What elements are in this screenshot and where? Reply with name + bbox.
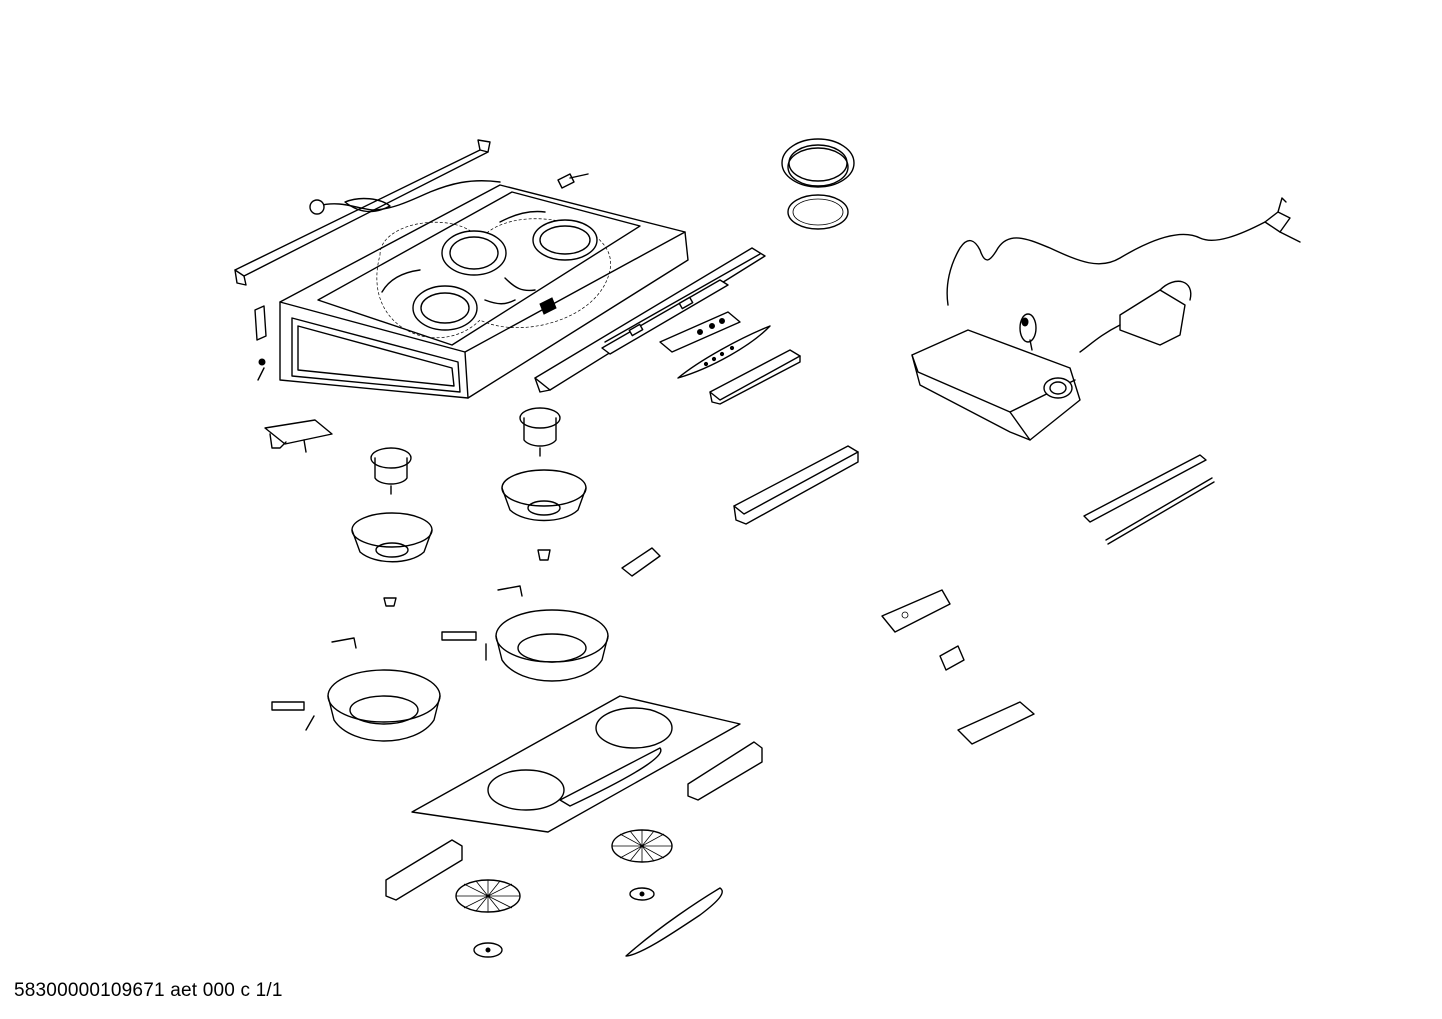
fan-motor-left	[370, 447, 412, 495]
drawing-code-label: 58300000109671 aet 000 c 1/1	[14, 980, 283, 1001]
switch-plate	[659, 311, 741, 353]
bolt-a	[441, 631, 487, 661]
grease-filter-left	[385, 839, 463, 901]
fan-housing-ring-right	[495, 609, 609, 682]
filter-rail-pair	[1083, 454, 1215, 545]
blower-wheel-right	[501, 469, 587, 522]
blower-wheel-left	[351, 512, 433, 563]
bottom-cover-plate	[411, 695, 741, 833]
motor-housing	[911, 329, 1081, 441]
fan-grille-left	[455, 879, 521, 913]
fan-grille-right	[611, 829, 673, 863]
plug-and-cord	[1079, 280, 1192, 353]
label-plate	[957, 701, 1035, 745]
terminal-bracket	[881, 589, 951, 633]
power-cable-right	[946, 197, 1301, 306]
hood-main-body	[279, 184, 689, 399]
latch-clip	[621, 547, 661, 577]
hinge-pin-b	[331, 637, 357, 649]
capacitor	[1019, 313, 1037, 351]
bolt-b	[271, 701, 315, 731]
small-nut-b	[383, 597, 397, 607]
light-diffuser-bar	[709, 349, 801, 405]
button-bar	[677, 325, 771, 379]
small-nut-a	[537, 549, 551, 561]
grille-hub-right	[629, 887, 655, 901]
small-clip-top	[557, 173, 589, 189]
connector-block	[939, 645, 965, 671]
side-switch-plate	[254, 305, 267, 381]
handle-bar	[625, 887, 723, 957]
exhaust-ring-large	[781, 138, 855, 188]
wall-bracket-with-power-cord	[234, 139, 501, 286]
hinge-pin-a	[497, 585, 523, 597]
fan-housing-ring-left	[327, 669, 441, 742]
fan-motor-right	[519, 407, 561, 457]
control-panel-strip	[601, 279, 729, 355]
grease-filter-right	[687, 741, 763, 801]
lamp-cover-box	[733, 445, 859, 525]
circuit-board	[264, 419, 333, 453]
exhaust-ring-small	[787, 194, 849, 230]
grille-hub-left	[473, 942, 503, 958]
